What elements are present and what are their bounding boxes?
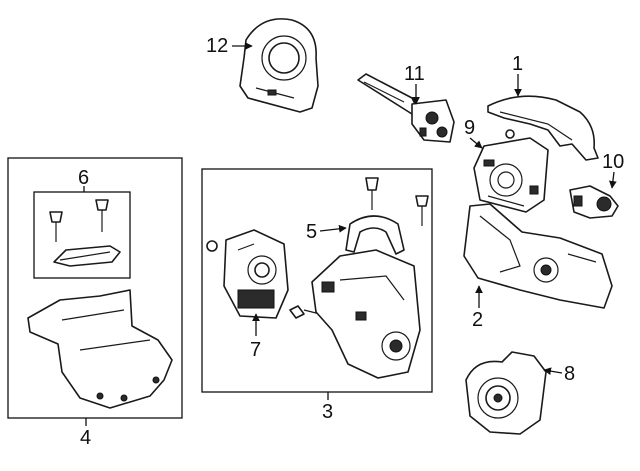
group-box-3 (201, 168, 433, 393)
callout-3: 3 (322, 392, 333, 423)
part-8-key-cylinder-bezel (465, 351, 547, 435)
part-2-lower-column-cover (463, 203, 613, 309)
callout-6: 6 (78, 167, 89, 192)
callout-2: 2 (472, 285, 483, 331)
callout-label-12: 12 (206, 35, 228, 57)
callout-label-11: 11 (404, 63, 425, 85)
callout-label-7: 7 (250, 339, 261, 361)
callout-label-8: 8 (564, 363, 575, 385)
callout-label-10: 10 (602, 151, 624, 173)
callout-9: 9 (464, 117, 483, 149)
part-1-upper-column-cover (487, 95, 599, 161)
part-6-bolts-bracket (49, 199, 121, 267)
callout-label-3: 3 (322, 401, 333, 423)
part-3-lock-assembly (311, 249, 421, 379)
part-12-clock-spring (239, 18, 319, 113)
callout-10: 10 (602, 151, 624, 189)
part-5-column-clamp (345, 215, 405, 255)
callout-label-5: 5 (306, 221, 317, 243)
part-10-switch-module (569, 185, 619, 219)
part-9-switch-body (473, 137, 549, 213)
callout-5: 5 (306, 221, 347, 243)
callout-label-2: 2 (472, 309, 483, 331)
callout-1: 1 (512, 53, 523, 97)
part-3-bolts (206, 177, 429, 319)
part-11-combination-switch (357, 73, 455, 143)
callout-label-6: 6 (78, 167, 89, 189)
callout-label-9: 9 (464, 117, 475, 139)
part-4-steering-lock-unit (27, 289, 173, 409)
group-box-6 (33, 191, 131, 279)
part-7-ignition-switch (223, 229, 289, 319)
callout-11: 11 (404, 63, 425, 105)
callout-7: 7 (250, 313, 261, 361)
callout-12: 12 (206, 35, 253, 57)
callout-8: 8 (543, 363, 575, 385)
group-box-4 (7, 157, 183, 419)
callout-label-4: 4 (80, 427, 91, 449)
callout-label-1: 1 (512, 53, 523, 75)
callout-4: 4 (80, 418, 91, 449)
